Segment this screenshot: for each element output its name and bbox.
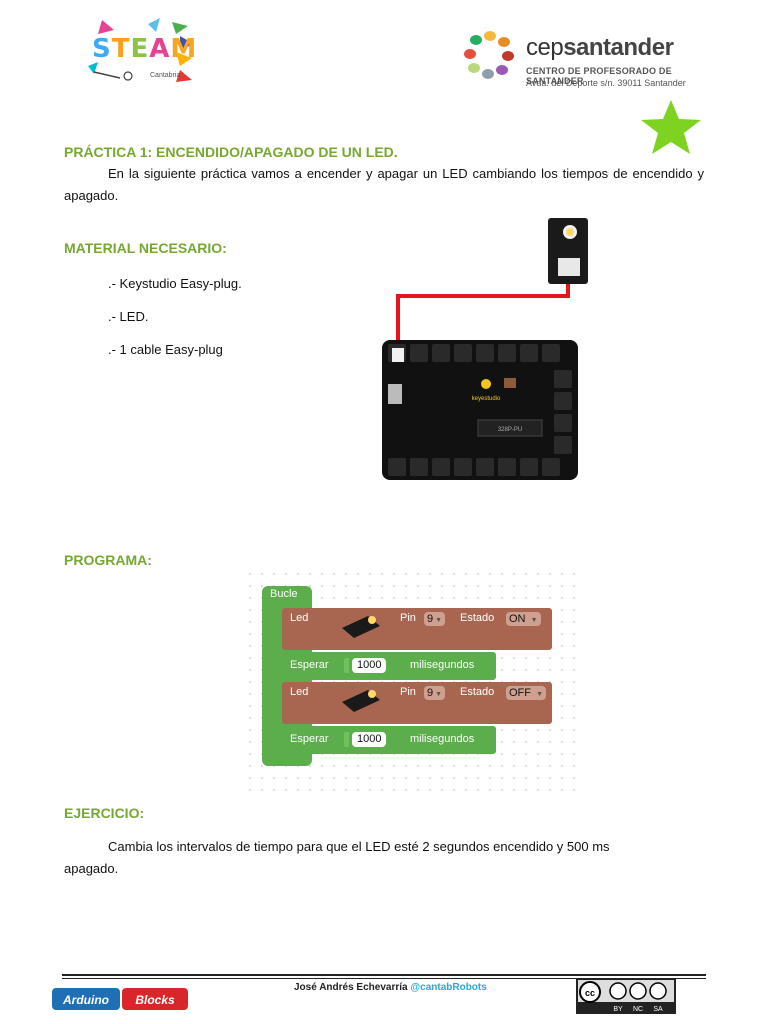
footer-divider (62, 974, 706, 976)
wait-label: Esperar (290, 659, 329, 671)
svg-text:BY: BY (613, 1006, 623, 1013)
material-item: .- 1 cable Easy-plug (108, 342, 223, 357)
material-item: .- LED. (108, 309, 149, 324)
practice-title: PRÁCTICA 1: ENCENDIDO/APAGADO DE UN LED. (64, 144, 398, 160)
ejercicio-text: Cambia los intervalos de tiempo para que… (64, 839, 610, 876)
creative-commons-icon: cc BY NC SA (576, 978, 676, 1014)
estado-label: Estado (460, 686, 495, 698)
led-on-block[interactable]: Led Pin 9▼ Estado ON ▼ (282, 608, 552, 650)
led-off-block[interactable]: Led Pin 9▼ Estado OFF ▼ (282, 682, 552, 724)
arduinoblocks-logo-icon: Arduino Blocks (52, 988, 188, 1010)
pin-dropdown[interactable]: 9▼ (424, 686, 446, 700)
star-icon (641, 100, 701, 154)
steam-subtitle: Cantabria (150, 72, 181, 79)
steam-wordmark: STEAM (92, 34, 198, 64)
wait-value-input[interactable]: 1000 (352, 658, 387, 673)
pin-label: Pin (400, 686, 416, 698)
svg-text:cc: cc (585, 988, 595, 998)
svg-text:NC: NC (633, 1006, 643, 1013)
board-chip-label: 328P-PU (498, 427, 522, 433)
wait-value-input[interactable]: 1000 (352, 732, 387, 747)
board-brand-label: keyestudio (472, 396, 501, 402)
wait-unit: milisegundos (410, 733, 475, 745)
cep-name: cepsantander (526, 34, 674, 61)
author-handle[interactable]: @cantabRobots (410, 982, 487, 993)
steam-triangles-icon (88, 18, 194, 82)
material-item: .- Keystudio Easy-plug. (108, 276, 242, 291)
footer-author: José Andrés Echevarría @cantabRobots (294, 982, 487, 993)
svg-text:Arduino: Arduino (62, 993, 109, 1007)
pin-label: Pin (400, 612, 416, 624)
ejercicio-heading: EJERCICIO: (64, 805, 145, 821)
led-module-illustration (548, 218, 588, 284)
wait-block[interactable]: Esperar 1000 milisegundos (282, 652, 496, 680)
keyestudio-board-illustration: 328P-PU keyestudio (382, 340, 578, 480)
steam-logo: STEAM Cantabria (84, 16, 200, 86)
led-block-label: Led (290, 686, 309, 698)
cep-logo: cepsantander CENTRO DE PROFESORADO DE SA… (462, 28, 712, 90)
loop-label: Bucle (270, 588, 298, 600)
state-dropdown[interactable]: OFF ▼ (506, 686, 546, 700)
led-module-icon (342, 690, 380, 712)
pin-dropdown[interactable]: 9▼ (424, 612, 446, 626)
footer-divider-thin (62, 978, 706, 979)
svg-text:Blocks: Blocks (135, 993, 175, 1007)
cc-license-badge: cc BY NC SA (576, 978, 676, 1014)
led-block-label: Led (290, 612, 309, 624)
wait-label: Esperar (290, 733, 329, 745)
cable-wire-icon (396, 284, 570, 356)
cep-center-name: CENTRO DE PROFESORADO DE SANTANDER (526, 66, 672, 86)
state-dropdown[interactable]: ON ▼ (506, 612, 541, 626)
block-program: Bucle Led Pin 9▼ Estado ON ▼ Esperar 100… (248, 572, 582, 798)
led-module-icon (342, 616, 380, 638)
number-plug (344, 732, 349, 747)
estado-label: Estado (460, 612, 495, 624)
cep-address: Avda. del Deporte s/n. 39011 Santander (526, 78, 686, 88)
material-heading: MATERIAL NECESARIO: (64, 240, 227, 256)
svg-text:SA: SA (653, 1006, 663, 1013)
programa-heading: PROGRAMA: (64, 552, 152, 568)
arduinoblocks-logo: Arduino Blocks (52, 986, 190, 1012)
practice-intro: En la siguiente práctica vamos a encende… (64, 166, 704, 203)
number-plug (344, 658, 349, 673)
wait-unit: milisegundos (410, 659, 475, 671)
wait-block[interactable]: Esperar 1000 milisegundos (282, 726, 496, 754)
author-name: José Andrés Echevarría (294, 982, 408, 993)
cep-flower-icon (464, 31, 514, 79)
